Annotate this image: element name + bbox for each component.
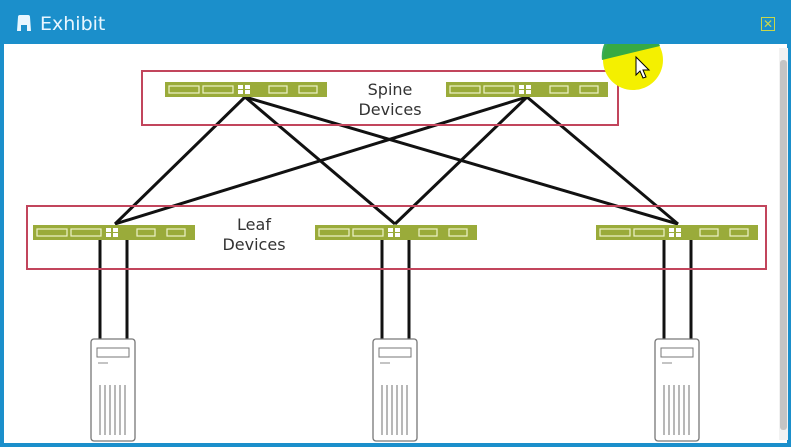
spine-label-1: Spine (368, 80, 413, 99)
title-bar: Exhibit ✕ (0, 0, 791, 44)
spine-switch-1 (164, 81, 328, 98)
exhibit-icon (17, 15, 31, 31)
server-2 (372, 338, 418, 442)
leaf-label-1: Leaf (237, 215, 271, 234)
spine-label-2: Devices (358, 100, 421, 119)
server-1 (90, 338, 136, 442)
mouse-cursor-icon (635, 55, 651, 79)
leaf-label-2: Devices (222, 235, 285, 254)
leaf-switch-1 (32, 224, 196, 241)
exhibit-content: Spine Devices Leaf Devices (4, 44, 788, 443)
leaf-group-box (26, 205, 767, 270)
server-3 (654, 338, 700, 442)
spine-group-box (141, 70, 619, 126)
leaf-switch-2 (314, 224, 478, 241)
spine-switch-2 (445, 81, 609, 98)
connections (98, 95, 693, 339)
cursor-highlight (601, 44, 663, 90)
scrollbar-thumb[interactable] (780, 60, 787, 430)
leaf-switch-3 (595, 224, 759, 241)
window-title: Exhibit (40, 13, 106, 35)
close-button[interactable]: ✕ (761, 17, 775, 31)
vertical-scrollbar[interactable] (779, 48, 788, 440)
network-diagram: Spine Devices Leaf Devices (26, 44, 767, 442)
